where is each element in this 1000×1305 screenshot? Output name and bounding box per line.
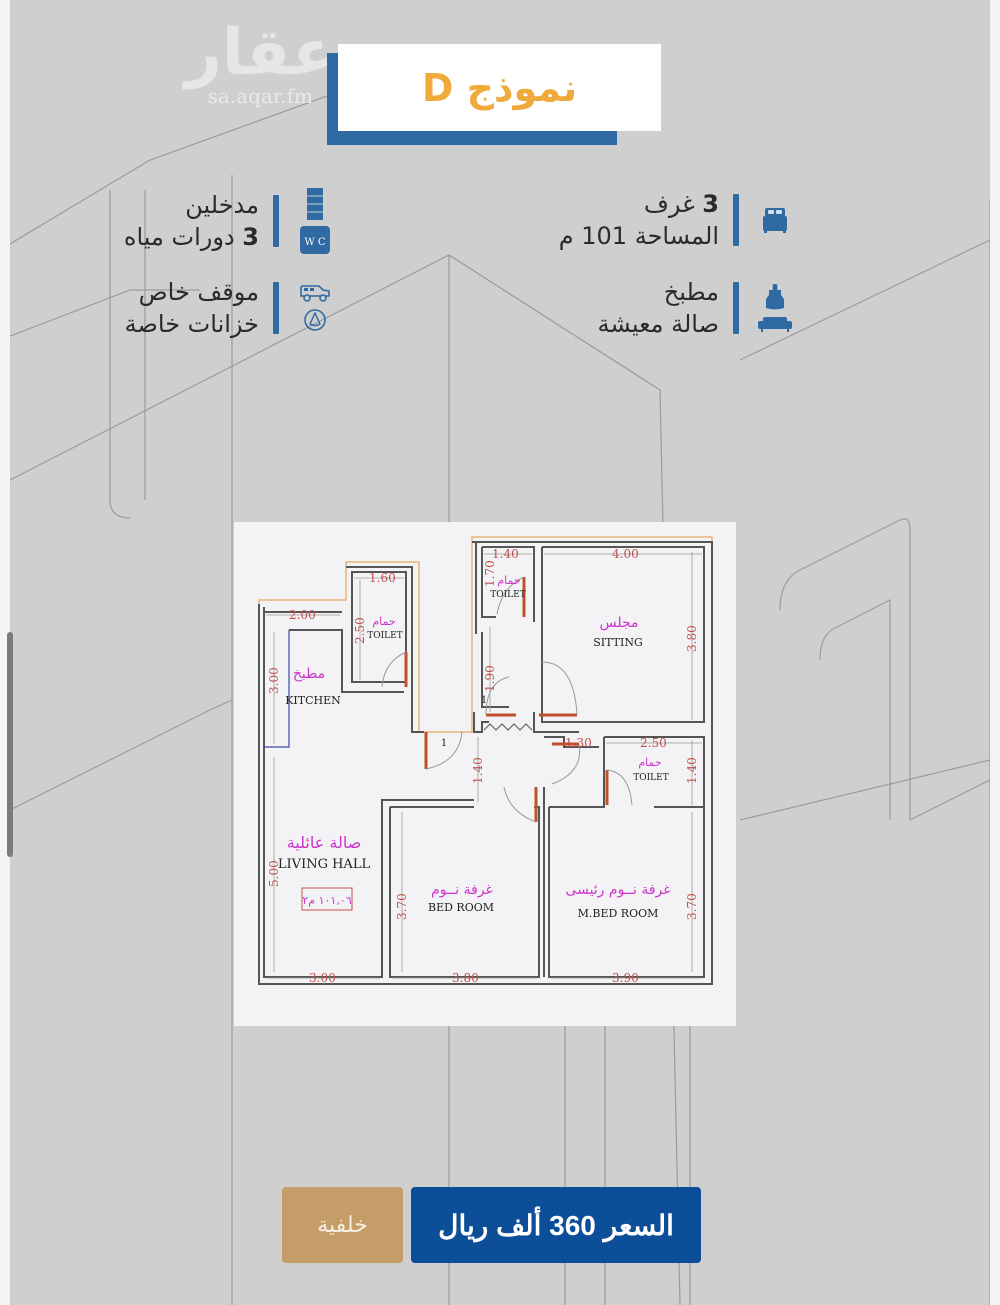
rooms-label: غرف	[643, 190, 695, 218]
car-icon	[300, 285, 330, 302]
dim-master-width: 3.90	[612, 971, 639, 985]
feature-parking-tanks: موقف خاص خزانات خاصة	[125, 276, 335, 340]
label-living-ar: صالة عائلية	[287, 833, 362, 852]
dim-bedroom-height: 3.70	[395, 893, 409, 920]
svg-text:W C: W C	[304, 237, 325, 248]
watermark-url: sa.aqar.fm	[207, 84, 313, 108]
label-master-ar: غرفة نــوم رئيسى	[565, 882, 670, 898]
watermark-brand: عقار	[185, 16, 336, 90]
bed-icon	[763, 208, 787, 233]
dim-bedroom-width: 3.80	[452, 971, 479, 985]
feature-entrances-bathrooms: W C مدخلين 3 دورات مياه	[124, 188, 335, 254]
right-edge	[990, 0, 1000, 1305]
entrances-line: مدخلين	[185, 191, 259, 219]
label-kitchen-en: KITCHEN	[285, 694, 341, 707]
floor-plan[interactable]: 2.00 1.60 1.40 4.00 2.50 1.30 3.00 3.80 …	[234, 522, 736, 1026]
label-living-en: LIVING HALL	[278, 857, 371, 872]
feature-kitchen-living: مطبخ صالة معيشة	[598, 276, 795, 340]
dim-sitting-height: 3.80	[685, 625, 699, 652]
area-line: المساحة 101 م	[558, 222, 719, 250]
dim-living-height: 5.00	[267, 860, 281, 887]
dim-toilet1-width: 1.60	[369, 571, 396, 585]
label-toilet3-ar: حمام	[638, 756, 661, 769]
door-mark-2: 1	[441, 738, 447, 749]
feature-rooms-area: 3 غرف المساحة 101 م	[559, 188, 795, 252]
parking-line: موقف خاص	[138, 278, 259, 306]
bathrooms-label: دورات مياه	[123, 223, 235, 251]
dim-living-width: 3.00	[309, 971, 336, 985]
bathrooms-count: 3	[242, 223, 259, 251]
door-mark-1: 1	[481, 695, 487, 706]
divider-bar	[273, 195, 279, 247]
label-toilet3-en: TOILET	[633, 773, 669, 783]
kitchen-line: مطبخ	[663, 278, 719, 306]
label-kitchen-ar: مطبخ	[293, 666, 325, 682]
label-sitting-en: SITTING	[593, 636, 643, 649]
dim-toilet3-width: 2.50	[640, 736, 667, 750]
label-sitting-ar: مجلس	[599, 615, 638, 631]
label-master-en: M.BED ROOM	[578, 907, 659, 920]
title-card: نموذج D	[338, 44, 661, 131]
rooms-line: 3 غرف	[559, 188, 719, 220]
door-icon	[307, 188, 323, 220]
divider-bar	[733, 282, 739, 334]
bathrooms-line: 3 دورات مياه	[124, 221, 259, 253]
window-zigzag	[483, 723, 533, 731]
dim-toilet2-width: 1.40	[492, 547, 519, 561]
label-toilet1-ar: حمام	[372, 615, 395, 628]
background-button[interactable]: خلفية	[282, 1187, 403, 1263]
dim-sitting-width: 4.00	[612, 547, 639, 561]
dim-corridor-3: 1.30	[565, 736, 592, 750]
dim-kitchen-height: 3.00	[267, 667, 281, 694]
price-button[interactable]: السعر 360 ألف ريال	[411, 1187, 701, 1263]
dim-corridor-2: 1.40	[471, 757, 485, 784]
label-bedroom-en: BED ROOM	[428, 901, 494, 914]
dim-toilet3-height: 1.40	[685, 757, 699, 784]
living-area-label: ١٠١,٠٦ م٢	[302, 894, 351, 907]
label-bedroom-ar: غرفة نــوم	[431, 882, 493, 898]
watermark: عقار sa.aqar.fm	[185, 18, 336, 108]
model-title: نموذج D	[421, 65, 578, 110]
dim-toilet1-height: 2.50	[353, 617, 367, 644]
apron-icon	[766, 284, 784, 310]
living-line: صالة معيشة	[597, 310, 719, 338]
label-toilet2-ar: حمام	[497, 574, 520, 587]
water-tank-icon	[304, 309, 326, 331]
wc-icon: W C	[300, 226, 330, 254]
area-box	[301, 887, 353, 911]
dim-master-height: 3.70	[685, 893, 699, 920]
sofa-icon	[758, 317, 792, 332]
rooms-count: 3	[702, 190, 719, 218]
label-toilet2-en: TOILET	[490, 590, 526, 600]
divider-bar	[273, 282, 279, 334]
dim-kitchen-width: 2.00	[289, 608, 316, 622]
label-toilet1-en: TOILET	[367, 631, 403, 641]
divider-bar	[733, 194, 739, 246]
dim-toilet2-height: 1.70	[483, 560, 497, 587]
dim-corridor-1: 1.90	[483, 665, 497, 692]
left-edge	[0, 0, 10, 1305]
tanks-line: خزانات خاصة	[124, 310, 259, 338]
scrollbar[interactable]	[7, 632, 13, 857]
